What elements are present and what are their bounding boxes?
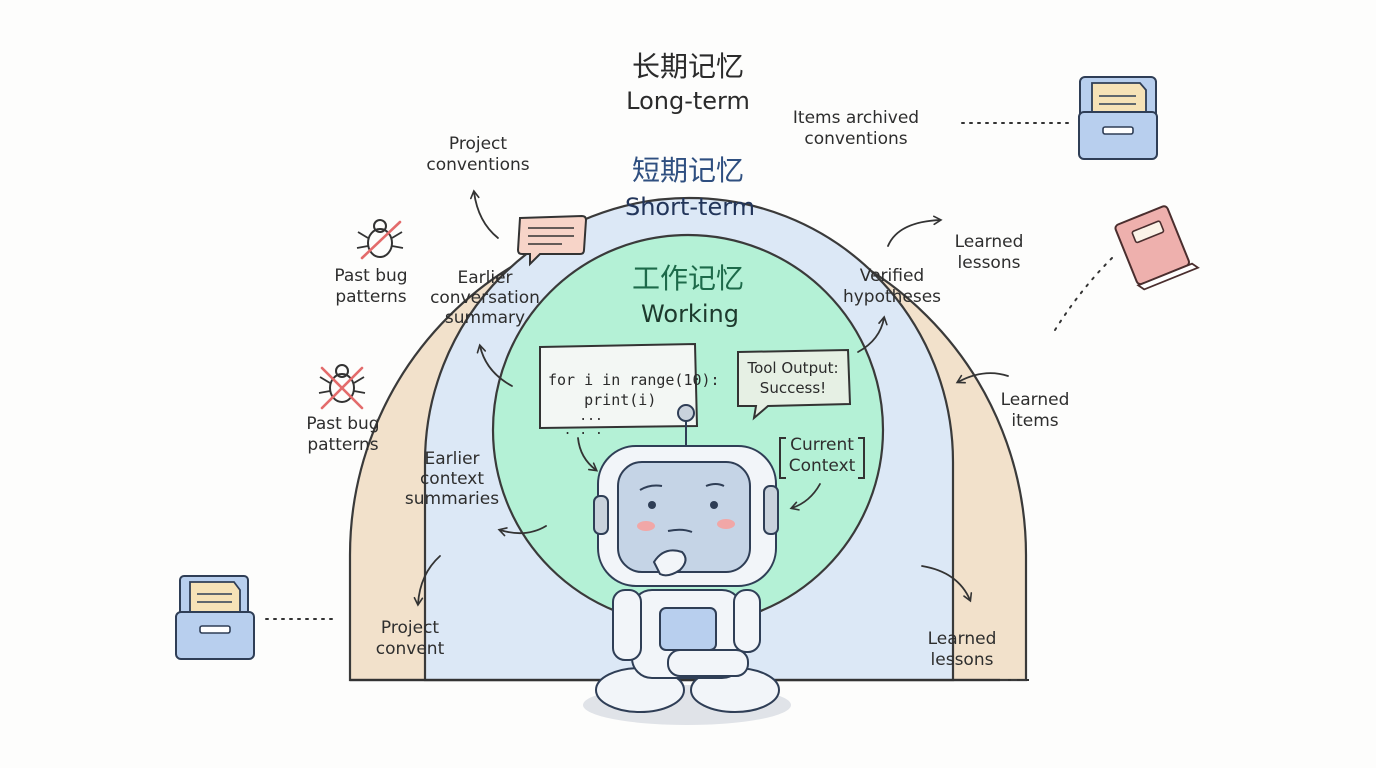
working-title-en: Working — [641, 300, 739, 328]
tool-output-bubble — [737, 348, 852, 421]
bug-icon — [318, 364, 366, 410]
file-drawer-icon — [1078, 76, 1158, 160]
short-term-title-en: Short-term — [624, 193, 756, 221]
book-icon — [1114, 205, 1200, 291]
connector-book — [1054, 257, 1113, 331]
working-title-cn: 工作记忆 — [631, 262, 745, 295]
long-term-title-en: Long-term — [626, 87, 750, 115]
robot-icon — [583, 404, 791, 725]
bug-icon — [356, 219, 404, 260]
code-snippet: for i in range(10): print(i) ... . . . — [548, 371, 720, 438]
short-term-title-cn: 短期记忆 — [631, 154, 745, 187]
speech-bubble-icon — [516, 214, 588, 267]
long-term-title-cn: 长期记忆 — [631, 50, 745, 83]
code-box — [539, 342, 699, 430]
file-drawer-icon — [175, 575, 255, 660]
tool-output-text: Tool Output:Success! — [747, 359, 839, 397]
flow-arrows — [413, 189, 1009, 607]
